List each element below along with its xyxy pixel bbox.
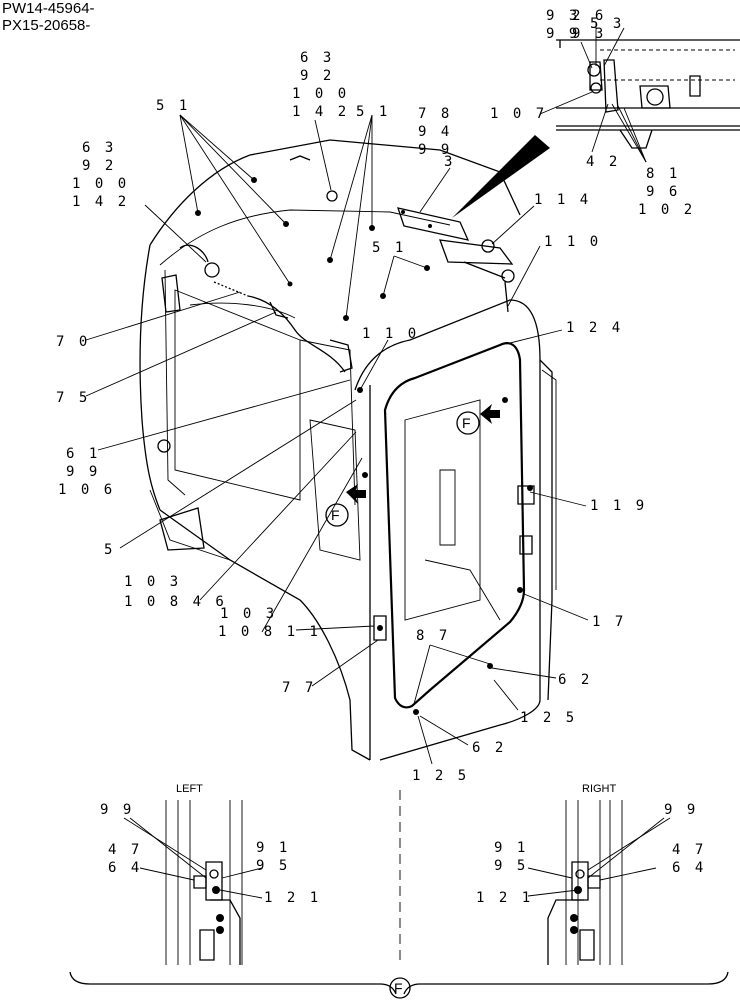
callout-51-small: 5 1 <box>372 240 406 256</box>
callout-103b: 1 0 3 <box>220 606 277 622</box>
callout-142: 1 4 2 <box>292 104 349 120</box>
cab-body <box>139 139 557 761</box>
door-latch <box>373 615 387 641</box>
callout-99: 9 9 <box>546 26 580 42</box>
callout-110-right: 1 1 0 <box>544 234 601 250</box>
callout-47-right: 4 7 <box>672 842 706 858</box>
callout-94: 9 4 <box>418 124 452 140</box>
callout-99-right: 9 9 <box>664 802 698 818</box>
view-f-brace <box>69 971 729 995</box>
view-f-label-right: F <box>462 415 471 431</box>
view-f-bottom-circle <box>389 977 411 999</box>
callout-47-left: 4 7 <box>108 842 142 858</box>
callout-125-top: 1 2 5 <box>520 710 577 726</box>
callout-17: 1 7 <box>592 614 626 630</box>
callout-62-top: 6 2 <box>558 672 592 688</box>
hinge-inset <box>556 39 740 149</box>
detail-left <box>123 800 263 965</box>
callout-124: 1 2 4 <box>566 320 623 336</box>
callout-70: 7 0 <box>56 334 90 350</box>
callout-61: 6 1 <box>66 446 100 462</box>
hinge-arm <box>397 207 515 313</box>
view-f-marker-right: F <box>456 404 500 435</box>
callout-63: 6 3 <box>300 50 334 66</box>
callout-3: 3 <box>444 154 455 170</box>
callout-125-bottom: 1 2 5 <box>412 768 469 784</box>
callout-99c: 9 9 <box>66 464 100 480</box>
detail-caption-right: RIGHT <box>582 783 617 795</box>
callout-53: 5 3 <box>590 16 624 32</box>
callout-77: 7 7 <box>282 680 316 696</box>
callout-110-center: 1 1 0 <box>362 326 419 342</box>
wiring-harness <box>179 244 353 373</box>
callout-64-left: 6 4 <box>108 860 142 876</box>
callout-95-left: 9 5 <box>256 858 290 874</box>
callout-labels: 2 6 9 3 5 3 9 9 9 3 1 0 7 4 2 8 1 9 6 1 … <box>56 8 706 906</box>
callout-108-11: 1 0 8 1 1 <box>218 624 321 640</box>
view-f-marker-left: F <box>325 484 366 527</box>
callout-142b: 1 4 2 <box>72 194 129 210</box>
callout-119: 1 1 9 <box>590 498 647 514</box>
callout-106: 1 0 6 <box>58 482 115 498</box>
detail-right <box>527 800 671 965</box>
callout-100b: 1 0 0 <box>72 176 129 192</box>
callout-99-left: 9 9 <box>100 802 134 818</box>
callout-51-left: 5 1 <box>156 98 190 114</box>
callout-92b: 9 2 <box>82 158 116 174</box>
callout-42: 4 2 <box>586 154 620 170</box>
view-f-label-bottom: F <box>394 980 403 996</box>
callout-121-right: 1 2 1 <box>476 890 533 906</box>
door-bumper <box>519 535 533 555</box>
callout-103a: 1 0 3 <box>124 574 181 590</box>
callout-51-right: 5 1 <box>356 104 390 120</box>
door-catch <box>517 485 535 505</box>
callout-62-bottom: 6 2 <box>472 740 506 756</box>
callout-108-46: 1 0 8 4 6 <box>124 594 227 610</box>
serial-range-2: PX15-20658- <box>2 17 91 34</box>
callout-93: 9 3 <box>546 8 580 24</box>
callout-75: 7 5 <box>56 390 90 406</box>
callout-78: 7 8 <box>418 106 452 122</box>
callout-63b: 6 3 <box>82 140 116 156</box>
callout-102: 1 0 2 <box>638 202 695 218</box>
leader-lines <box>85 22 647 765</box>
callout-92: 9 2 <box>300 68 334 84</box>
callout-26: 2 6 <box>572 8 606 24</box>
callout-100: 1 0 0 <box>292 86 349 102</box>
callout-87: 8 7 <box>416 628 450 644</box>
view-f-label-left: F <box>331 507 340 523</box>
callout-91-left: 9 1 <box>256 840 290 856</box>
callout-64-right: 6 4 <box>672 860 706 876</box>
callout-96: 9 6 <box>646 184 680 200</box>
callout-81: 8 1 <box>646 166 680 182</box>
serial-range-1: PW14-45964- <box>2 0 95 17</box>
callout-5: 5 <box>104 542 115 558</box>
callout-95-right: 9 5 <box>494 858 528 874</box>
callout-107: 1 0 7 <box>490 106 547 122</box>
detail-caption-left: LEFT <box>176 783 203 795</box>
callout-114: 1 1 4 <box>534 192 591 208</box>
callout-93b: 9 3 <box>572 26 606 42</box>
callout-91-right: 9 1 <box>494 840 528 856</box>
callout-121-left: 1 2 1 <box>264 890 321 906</box>
detail-pointer-arrow <box>452 135 550 218</box>
callout-99b: 9 9 <box>418 142 452 158</box>
